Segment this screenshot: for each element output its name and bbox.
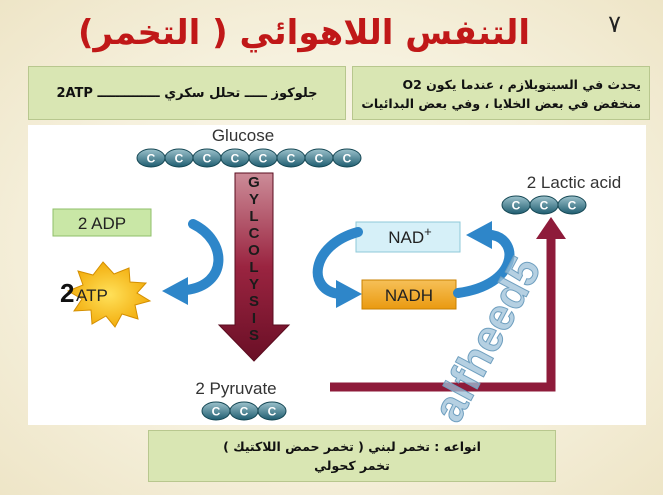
glycolysis-label: G Y L C O L Y S I S <box>248 174 260 344</box>
carbon-atom: C <box>332 148 362 168</box>
carbon-symbol: C <box>259 152 268 166</box>
carbon-atom: C <box>192 148 222 168</box>
glycolysis-letter: C <box>249 225 260 242</box>
glycolysis-letter: L <box>249 208 258 225</box>
note-types-line-2: تخمر كحولي <box>314 458 390 473</box>
carbon-symbol: C <box>343 152 352 166</box>
glycolysis-letter: S <box>249 327 259 344</box>
glycolysis-letter: I <box>252 310 256 327</box>
nad-superscript: + <box>424 224 432 239</box>
carbon-symbol: C <box>147 152 156 166</box>
page-title: التنفس اللاهوائي ( التخمر) <box>78 13 530 53</box>
glucose-carbon-chain: C C C C C C C C <box>136 148 362 168</box>
adp-to-atp-arrow <box>181 219 224 295</box>
note-location-line-2: منخفض في بعض الخلايا ، وفي بعض البدائيات <box>361 96 641 111</box>
adp-box <box>52 208 152 237</box>
pyruvate-to-lactic-arrow <box>330 236 556 392</box>
carbon-symbol: C <box>315 152 324 166</box>
adp-to-atp-arrowhead <box>162 277 188 305</box>
carbon-symbol: C <box>203 152 212 166</box>
note-location-line-1: يحدث في السيتوبلازم ، عندما يكون O2 <box>402 77 641 92</box>
nadh-label: NADH <box>385 286 433 305</box>
nad-label: NAD+ <box>388 224 432 247</box>
nad-to-nadh-arrow <box>312 227 363 299</box>
carbon-symbol: C <box>512 199 521 213</box>
carbon-symbol: C <box>568 199 577 213</box>
note-types: انواعه : تخمر لبني ( تخمر حمض اللاكتيك )… <box>148 430 556 482</box>
carbon-atom: C <box>276 148 306 168</box>
carbon-atom: C <box>201 401 231 421</box>
nadh-to-nad-arrow <box>453 230 515 298</box>
glucose-label: Glucose <box>212 126 274 145</box>
lactic-acid-label: 2 Lactic acid <box>527 173 622 192</box>
nad-text: NAD <box>388 228 424 247</box>
pyruvate-to-lactic-arrowhead <box>536 217 566 239</box>
carbon-symbol: C <box>540 199 549 213</box>
carbon-atom: C <box>220 148 250 168</box>
pyruvate-carbon-chain: C C C <box>201 401 287 421</box>
nadh-box <box>361 279 457 310</box>
atp-label: ATP <box>76 286 108 305</box>
note-glycolysis: جلوكوز ـــــ تحلل سكري ــــــــــــــ 2A… <box>28 66 346 120</box>
carbon-atom: C <box>557 195 587 215</box>
glycolysis-letter: O <box>248 242 260 259</box>
glycolysis-letter: G <box>248 174 260 191</box>
glycolysis-letter: Y <box>249 191 259 208</box>
atp-burst <box>66 261 152 328</box>
pyruvate-label: 2 Pyruvate <box>195 379 276 398</box>
carbon-atom: C <box>164 148 194 168</box>
carbon-symbol: C <box>287 152 296 166</box>
fermentation-diagram: Glucose C C C C C C C C G Y L C O L Y S … <box>52 126 622 430</box>
nad-to-nadh-arrowhead <box>336 280 362 308</box>
carbon-symbol: C <box>268 405 277 419</box>
carbon-symbol: C <box>231 152 240 166</box>
carbon-atom: C <box>257 401 287 421</box>
note-location: يحدث في السيتوبلازم ، عندما يكون O2 منخف… <box>352 66 650 120</box>
carbon-atom: C <box>248 148 278 168</box>
carbon-symbol: C <box>212 405 221 419</box>
glycolysis-letter: L <box>249 259 258 276</box>
carbon-atom: C <box>529 195 559 215</box>
lactic-carbon-chain: C C C <box>501 195 587 215</box>
carbon-atom: C <box>501 195 531 215</box>
glycolysis-letter: Y <box>249 276 259 293</box>
carbon-symbol: C <box>240 405 249 419</box>
carbon-atom: C <box>136 148 166 168</box>
watermark: alfheed5 <box>424 249 551 425</box>
carbon-atom: C <box>229 401 259 421</box>
glycolysis-letter: S <box>249 293 259 310</box>
note-types-line-1: انواعه : تخمر لبني ( تخمر حمض اللاكتيك ) <box>223 439 481 454</box>
page-number: ٧ <box>608 10 621 38</box>
adp-label: 2 ADP <box>78 214 126 233</box>
glycolysis-arrow <box>217 172 291 362</box>
diagram-panel: Glucose C C C C C C C C G Y L C O L Y S … <box>28 125 646 430</box>
carbon-symbol: C <box>175 152 184 166</box>
carbon-atom: C <box>304 148 334 168</box>
atp-count: 2 <box>60 278 74 308</box>
nadh-to-nad-arrowhead <box>466 221 492 249</box>
